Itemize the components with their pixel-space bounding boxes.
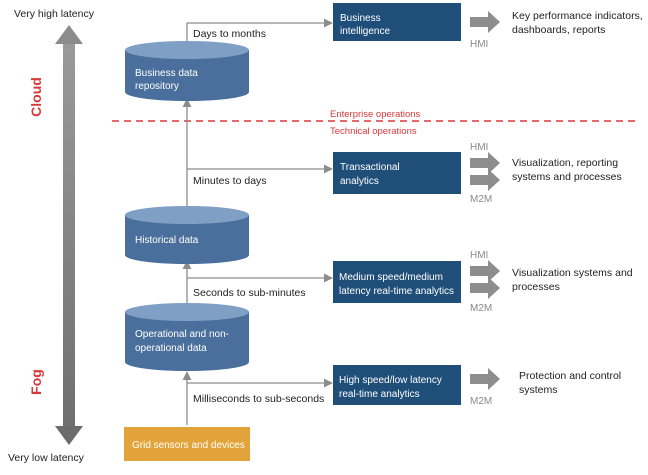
svg-text:Visualization, reporting: Visualization, reporting [512,157,618,169]
svg-text:Operational and non-: Operational and non- [135,329,229,340]
hmi-label-medium: HMI [470,250,488,261]
hmi-label-bi: HMI [470,39,488,50]
svg-text:Transactional: Transactional [340,162,400,173]
svg-text:Key performance indicators,: Key performance indicators, [512,10,643,22]
block-arrow-medium-hmi [470,260,500,282]
operational-data-cylinder: Operational and non- operational data [125,303,249,371]
svg-text:High speed/low latency: High speed/low latency [339,375,442,386]
block-arrow-bi [470,11,500,33]
m2m-label-transactional: M2M [470,194,492,205]
m2m-label-high: M2M [470,396,492,407]
svg-text:Medium speed/medium: Medium speed/medium [339,272,443,283]
high-speed-analytics-box: High speed/low latency real-time analyti… [333,365,461,405]
m2m-label-medium: M2M [470,303,492,314]
hmi-label-transactional: HMI [470,142,488,153]
business-intelligence-box: Business intelligence [333,3,461,41]
svg-text:Business data: Business data [135,68,198,79]
svg-text:analytics: analytics [340,176,379,187]
output-kpi-text: Key performance indicators, dashboards, … [512,10,643,36]
svg-text:real-time analytics: real-time analytics [339,389,420,400]
svg-text:latency real-time analytics: latency real-time analytics [339,286,454,297]
svg-text:processes: processes [512,281,560,293]
grid-sensors-box: Grid sensors and devices [124,427,250,461]
svg-text:dashboards, reports: dashboards, reports [512,24,605,36]
svg-text:Business: Business [340,13,381,24]
output-visualization-reporting-text: Visualization, reporting systems and pro… [512,157,622,183]
block-arrow-transactional-hmi [470,152,500,174]
svg-text:systems: systems [519,384,558,396]
block-arrow-medium-m2m [470,277,500,299]
svg-text:Protection and control: Protection and control [519,370,621,382]
svg-text:Visualization systems and: Visualization systems and [512,267,633,279]
block-arrow-transactional-m2m [470,169,500,191]
svg-text:repository: repository [135,81,179,92]
latency-low-label: Very low latency [8,452,85,464]
output-visualization-systems-text: Visualization systems and processes [512,267,633,293]
enterprise-operations-label: Enterprise operations [330,109,421,120]
latency-high-label: Very high latency [14,8,95,20]
svg-text:intelligence: intelligence [340,26,390,37]
svg-text:Grid sensors and devices: Grid sensors and devices [132,440,245,451]
fog-tier-label: Fog [28,369,44,395]
cloud-tier-label: Cloud [28,77,44,117]
medium-speed-analytics-box: Medium speed/medium latency real-time an… [333,261,461,303]
business-data-repository-cylinder: Business data repository [125,41,249,101]
flow-label-minutes-to-days: Minutes to days [193,175,267,187]
output-protection-control-text: Protection and control systems [519,370,621,396]
svg-text:Historical data: Historical data [135,235,199,246]
technical-operations-label: Technical operations [330,126,417,137]
transactional-analytics-box: Transactional analytics [333,152,461,194]
svg-text:systems and processes: systems and processes [512,171,622,183]
latency-axis-arrow [55,25,83,445]
historical-data-cylinder: Historical data [125,206,249,264]
flow-label-seconds-to-subminutes: Seconds to sub-minutes [193,287,306,299]
flow-label-days-to-months: Days to months [193,28,266,40]
svg-text:operational data: operational data [135,343,207,354]
block-arrow-high [470,368,500,390]
flow-label-milliseconds: Milliseconds to sub-seconds [193,393,324,405]
